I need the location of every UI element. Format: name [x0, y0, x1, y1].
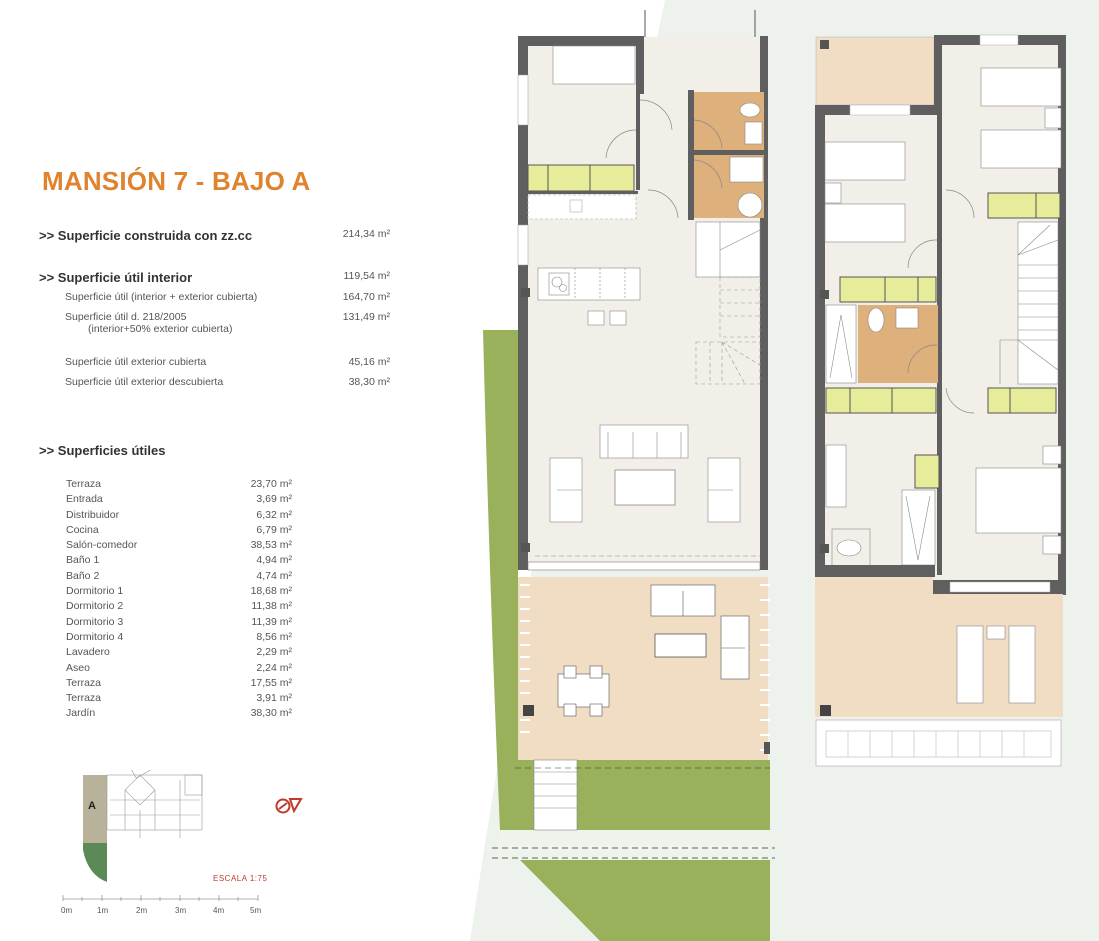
room-row: Salón-comedor 38,53 m²: [66, 538, 292, 553]
room-area: 2,29 m²: [256, 646, 292, 659]
room-name: Entrada: [66, 493, 103, 506]
room-name: Lavadero: [66, 646, 110, 659]
detail-label: Superficie útil exterior descubierta: [65, 376, 224, 388]
detail-value: 45,16 m²: [348, 356, 390, 368]
room-row: Terraza 3,91 m²: [66, 691, 292, 706]
page-title: MANSIÓN 7 - BAJO A: [42, 166, 311, 196]
detail-sublabel: (interior+50% exterior cubierta): [88, 323, 233, 335]
room-row: Terraza 23,70 m²: [66, 477, 292, 492]
room-name: Baño 1: [66, 554, 100, 567]
room-area: 38,30 m²: [250, 707, 292, 720]
room-row: Dormitorio 2 11,38 m²: [66, 599, 292, 614]
room-area: 11,39 m²: [251, 615, 292, 628]
constructed-area-label: >> Superficie construida con zz.cc: [39, 228, 253, 243]
room-name: Terraza: [66, 692, 102, 705]
room-area: 11,38 m²: [251, 600, 292, 613]
room-row: Distribuidor 6,32 m²: [66, 508, 292, 523]
unit-marker: A: [88, 800, 96, 812]
scale-tick: 3m: [175, 906, 187, 915]
rooms-header: >> Superficies útiles: [39, 443, 166, 458]
room-area: 17,55 m²: [250, 676, 292, 689]
scale-tick: 2m: [136, 906, 148, 915]
rooms-table: Terraza 23,70 m² Entrada 3,69 m² Distribui…: [66, 477, 292, 722]
room-name: Cocina: [66, 523, 99, 536]
constructed-area-value: 214,34 m²: [342, 228, 390, 240]
room-area: 2,24 m²: [256, 661, 292, 674]
site-plan-thumbnail: [83, 770, 203, 882]
room-name: Dormitorio 2: [66, 600, 124, 613]
room-name: Baño 2: [66, 569, 100, 582]
room-name: Distribuidor: [66, 508, 120, 521]
scale-tick: 5m: [250, 906, 262, 915]
room-row: Terraza 17,55 m²: [66, 676, 292, 691]
scale-tick: 1m: [97, 906, 109, 915]
detail-label: Superficie útil (interior + exterior cub…: [65, 291, 258, 303]
room-area: 6,32 m²: [256, 508, 292, 521]
scale-tick: 4m: [213, 906, 225, 915]
room-row: Baño 1 4,94 m²: [66, 553, 292, 568]
room-name: Dormitorio 1: [66, 585, 124, 598]
room-area: 18,68 m²: [250, 585, 292, 598]
room-area: 3,69 m²: [256, 493, 292, 506]
room-row: Dormitorio 1 18,68 m²: [66, 584, 292, 599]
detail-value: 164,70 m²: [342, 291, 390, 303]
room-row: Entrada 3,69 m²: [66, 492, 292, 507]
room-area: 23,70 m²: [250, 478, 292, 490]
room-row: Lavadero 2,29 m²: [66, 645, 292, 660]
interior-area-label: >> Superficie útil interior: [39, 270, 193, 285]
room-row: Dormitorio 3 11,39 m²: [66, 615, 292, 630]
room-name: Salón-comedor: [66, 539, 138, 552]
north-compass-icon: [275, 798, 303, 814]
scale-tick: 0m: [61, 906, 73, 915]
room-row: Dormitorio 4 8,56 m²: [66, 630, 292, 645]
room-name: Jardín: [66, 707, 96, 720]
room-area: 4,94 m²: [256, 554, 292, 567]
room-area: 8,56 m²: [256, 630, 292, 643]
room-row: Cocina 6,79 m²: [66, 523, 292, 538]
room-name: Terraza: [66, 478, 102, 490]
detail-value: 131,49 m²: [342, 311, 390, 323]
interior-area-value: 119,54 m²: [343, 270, 391, 282]
room-name: Dormitorio 3: [66, 615, 124, 628]
room-row: Aseo 2,24 m²: [66, 661, 292, 676]
room-name: Dormitorio 4: [66, 630, 124, 643]
room-area: 6,79 m²: [256, 523, 292, 536]
room-row: Jardín 38,30 m²: [66, 706, 292, 721]
detail-value: 38,30 m²: [348, 376, 390, 388]
room-name: Terraza: [66, 676, 102, 689]
room-area: 4,74 m²: [256, 569, 292, 582]
scale-bar: [62, 895, 259, 901]
room-area: 3,91 m²: [256, 692, 292, 705]
detail-label: Superficie útil d. 218/2005: [65, 311, 187, 323]
scale-label: ESCALA 1:75: [213, 874, 268, 883]
detail-label: Superficie útil exterior cubierta: [65, 356, 207, 368]
room-row: Baño 2 4,74 m²: [66, 569, 292, 584]
room-area: 38,53 m²: [250, 539, 292, 552]
room-name: Aseo: [66, 661, 90, 674]
